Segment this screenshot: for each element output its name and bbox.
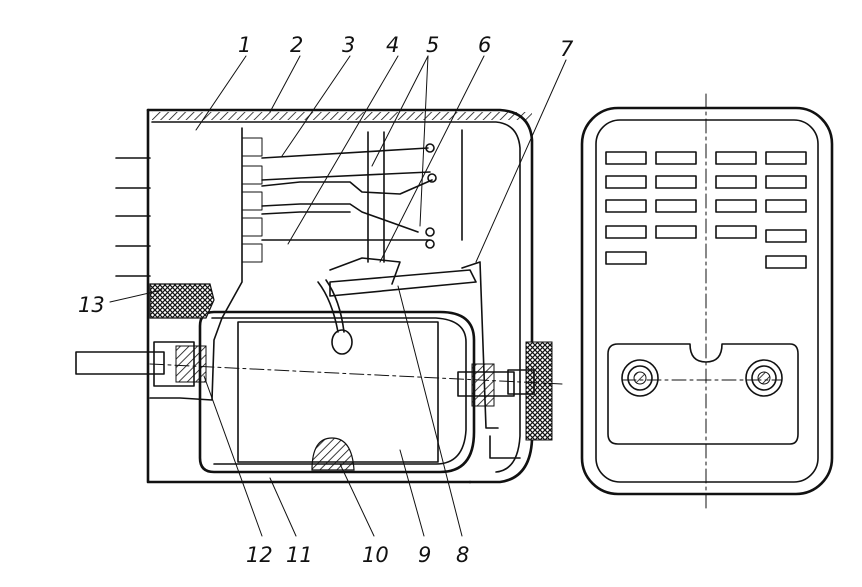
callout-labels: 1 2 3 4 5 6 7 8 9 10 11 12 13 (78, 33, 574, 567)
section-view (75, 108, 563, 484)
coil (198, 310, 476, 474)
section-centerline (149, 363, 563, 385)
callout-1: 1 (238, 33, 251, 57)
leader-lines (109, 55, 567, 537)
lead-terminal (331, 329, 353, 355)
contact-springs (241, 137, 437, 263)
callout-12: 12 (246, 543, 273, 567)
pusher-rods (367, 129, 463, 263)
insulator (149, 283, 215, 319)
coil-plug (311, 437, 355, 471)
lead-wire (317, 281, 339, 333)
callout-5: 5 (426, 33, 439, 57)
cover-hatch (152, 112, 532, 120)
armature-lever (329, 257, 401, 285)
armature (329, 269, 477, 297)
callout-6: 6 (478, 33, 491, 57)
housing-cover-inner (151, 121, 521, 473)
callout-7: 7 (560, 37, 574, 61)
mount-stud (457, 341, 553, 441)
terminal-right (745, 359, 783, 397)
callout-10: 10 (362, 543, 389, 567)
callout-4: 4 (386, 33, 399, 57)
external-pins (115, 157, 151, 277)
front-outline (580, 106, 834, 496)
vent-slots (605, 151, 807, 269)
callout-11: 11 (286, 543, 313, 567)
base-block-edge (149, 127, 243, 401)
base-block (146, 108, 472, 484)
front-view (580, 93, 834, 509)
callout-8: 8 (456, 543, 469, 567)
callout-9: 9 (418, 543, 431, 567)
lead-wire-2 (325, 279, 345, 333)
yoke (461, 261, 499, 429)
terminal-plate (607, 343, 799, 445)
inner-wall (489, 435, 521, 459)
callout-3: 3 (342, 33, 355, 57)
front-inner (595, 119, 819, 483)
callout-13: 13 (78, 293, 105, 317)
terminal-left (621, 359, 659, 397)
callout-2: 2 (290, 33, 303, 57)
mount-shaft (75, 341, 207, 387)
